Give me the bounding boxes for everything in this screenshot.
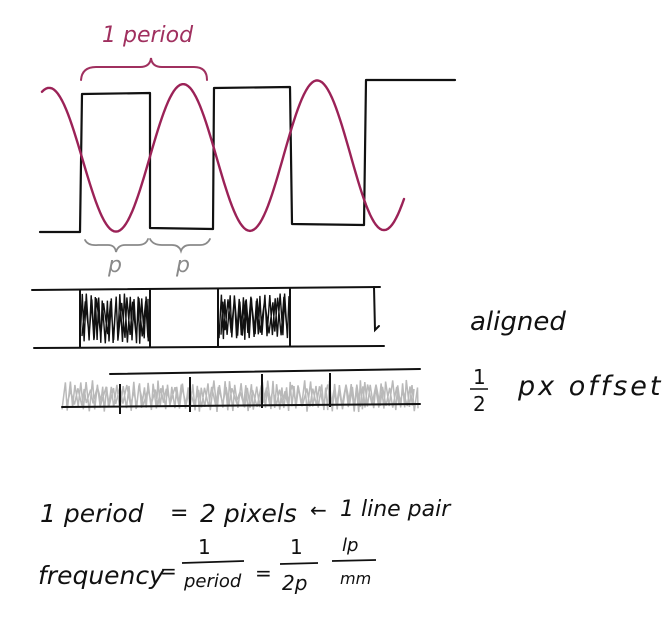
eq2-fraction1-numerator: 1	[198, 535, 211, 559]
offset-pixel-strip	[61, 368, 421, 414]
pixel-bracket-1	[84, 238, 149, 253]
equation-frequency: frequency = 1 period = 1 2p lp mm	[38, 535, 377, 595]
eq2-fraction1-denominator: period	[183, 571, 242, 592]
eq1-equals: =	[170, 501, 188, 526]
eq2-equals-2: =	[255, 561, 272, 585]
eq1-left: 1 period	[40, 499, 144, 528]
offset-fraction-denominator: 2	[473, 392, 486, 416]
offset-fraction-numerator: 1	[473, 365, 486, 389]
aligned-pixel-strip	[31, 286, 385, 349]
gray-pixels	[61, 379, 419, 413]
offset-label: px offset	[517, 371, 664, 402]
pixel-label-1: p	[107, 253, 122, 278]
pixel-label-2: p	[175, 253, 190, 278]
square-wave	[38, 78, 457, 234]
sine-wave	[40, 79, 406, 233]
eq2-equals-1: =	[160, 559, 177, 583]
eq2-left: frequency	[38, 561, 165, 590]
equation-period-pixels: 1 period = 2 pixels ← 1 line pair	[40, 497, 452, 528]
dark-pixel-2	[218, 293, 290, 340]
eq2-unit-bar	[331, 559, 377, 562]
eq1-right: 2 pixels	[200, 499, 297, 528]
aligned-label: aligned	[470, 307, 566, 337]
dark-pixel-1	[79, 293, 151, 344]
eq2-fraction2-bar	[279, 562, 319, 565]
eq2-unit-numerator: lp	[342, 535, 358, 556]
pixel-bracket-2	[149, 238, 211, 254]
eq2-fraction2-denominator: 2p	[282, 571, 307, 595]
period-label: 1 period	[102, 23, 194, 48]
eq2-unit-denominator: mm	[340, 569, 371, 588]
eq1-arrow: ←	[310, 498, 327, 522]
eq2-fraction2-numerator: 1	[290, 535, 303, 559]
eq2-fraction1-bar	[181, 560, 245, 564]
period-bracket	[80, 57, 208, 81]
eq1-note: 1 line pair	[340, 497, 452, 522]
